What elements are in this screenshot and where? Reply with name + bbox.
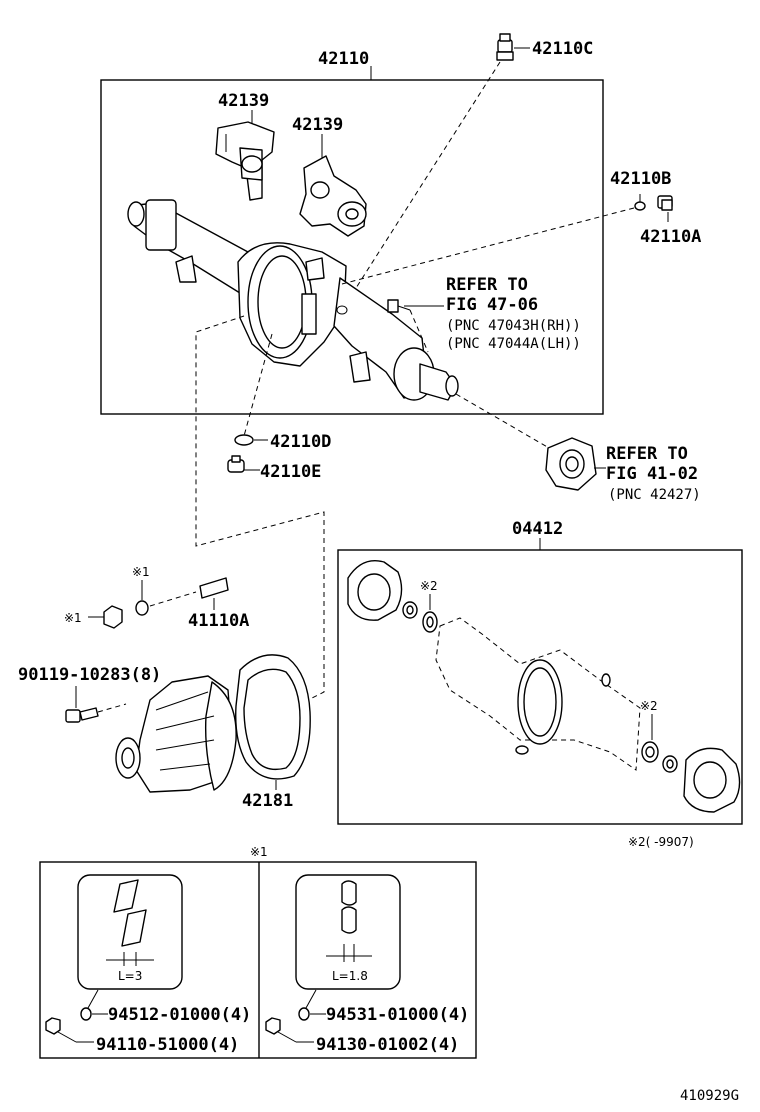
- label-41110a: 41110A: [188, 611, 249, 631]
- label-42139-b: 42139: [292, 115, 343, 135]
- leader-94110: [57, 1031, 77, 1043]
- refer-47-06-line4: (PNC 47044A(LH)): [446, 336, 581, 352]
- breather-plug-42110c: [496, 33, 514, 61]
- label-04412: 04412: [512, 519, 563, 539]
- refer-41-02-line3: (PNC 42427): [608, 487, 701, 503]
- refer-47-06-line2: FIG 47-06: [446, 295, 538, 315]
- gasket-kit-parts: [347, 560, 741, 813]
- note-x2-right: ※2: [640, 699, 658, 713]
- label-42110a: 42110A: [640, 227, 701, 247]
- label-90119-10283: 90119-10283(8): [18, 665, 161, 685]
- hex-nut: [103, 605, 123, 629]
- dashline-90119: [97, 703, 127, 713]
- spring-bracket-right: [299, 155, 367, 237]
- label-42139-a: 42139: [218, 91, 269, 111]
- plug-42110e: [227, 455, 245, 473]
- washer-detail-right: [295, 874, 401, 990]
- figure-code: 410929G: [680, 1088, 739, 1104]
- dashline-47-06: [409, 309, 429, 353]
- bolt-47-06-ref: [387, 299, 411, 313]
- label-94130-01002: 94130-01002(4): [316, 1035, 459, 1055]
- label-42110c: 42110C: [532, 39, 593, 59]
- washer-94531: [298, 1007, 310, 1021]
- washer-detail-left: [77, 874, 183, 990]
- axle-housing: [127, 199, 459, 401]
- spring-washer-l3: [106, 879, 154, 966]
- leader-94130: [277, 1031, 297, 1043]
- spring-bracket-left: [215, 121, 275, 201]
- gasket-42181: [235, 654, 311, 780]
- label-94531-01000: 94531-01000(4): [326, 1005, 469, 1025]
- refer-47-06-line1: REFER TO: [446, 275, 528, 295]
- note-x1-nut: ※1: [64, 611, 82, 625]
- gasket-42110d: [234, 434, 254, 446]
- dashline-stud: [149, 591, 197, 607]
- label-42110: 42110: [318, 49, 369, 69]
- leader-94512: [87, 989, 99, 1009]
- dashline-41-02: [455, 393, 557, 453]
- nut-94110: [45, 1017, 61, 1035]
- len-right: L=1.8: [332, 969, 368, 983]
- label-42110d: 42110D: [270, 432, 331, 452]
- label-42110b: 42110B: [610, 169, 671, 189]
- plug-42110a: [657, 195, 673, 211]
- dashline-42110c: [341, 61, 501, 311]
- bearing-retainer-41-02-ref: [545, 437, 597, 491]
- refer-47-06-line3: (PNC 47043H(RH)): [446, 318, 581, 334]
- dashline-42110b: [341, 207, 635, 285]
- len-left: L=3: [118, 969, 142, 983]
- note-x1-washer: ※1: [132, 565, 150, 579]
- label-94110-51000: 94110-51000(4): [96, 1035, 239, 1055]
- note-x2-left: ※2: [420, 579, 438, 593]
- lock-washer: [135, 600, 149, 616]
- differential-carrier: [115, 675, 237, 793]
- washer-42110b: [634, 201, 646, 211]
- label-42110e: 42110E: [260, 462, 321, 482]
- nut-94130: [265, 1017, 281, 1035]
- label-94512-01000: 94512-01000(4): [108, 1005, 251, 1025]
- dashline-carrier-outline: [195, 315, 325, 701]
- housing-group-box: [100, 79, 604, 415]
- leader-94531: [305, 989, 317, 1009]
- bolt-90119: [65, 707, 99, 723]
- washer-inset-box: [39, 861, 477, 1059]
- stud-bolt-41110a: [199, 577, 229, 599]
- refer-41-02-line2: FIG 41-02: [606, 464, 698, 484]
- label-42181: 42181: [242, 791, 293, 811]
- note-x2-range: ※2( -9907): [628, 835, 694, 849]
- refer-41-02-line1: REFER TO: [606, 444, 688, 464]
- spring-washer-l18: [326, 880, 372, 962]
- washer-94512: [80, 1007, 92, 1021]
- note-x1-box: ※1: [250, 845, 268, 859]
